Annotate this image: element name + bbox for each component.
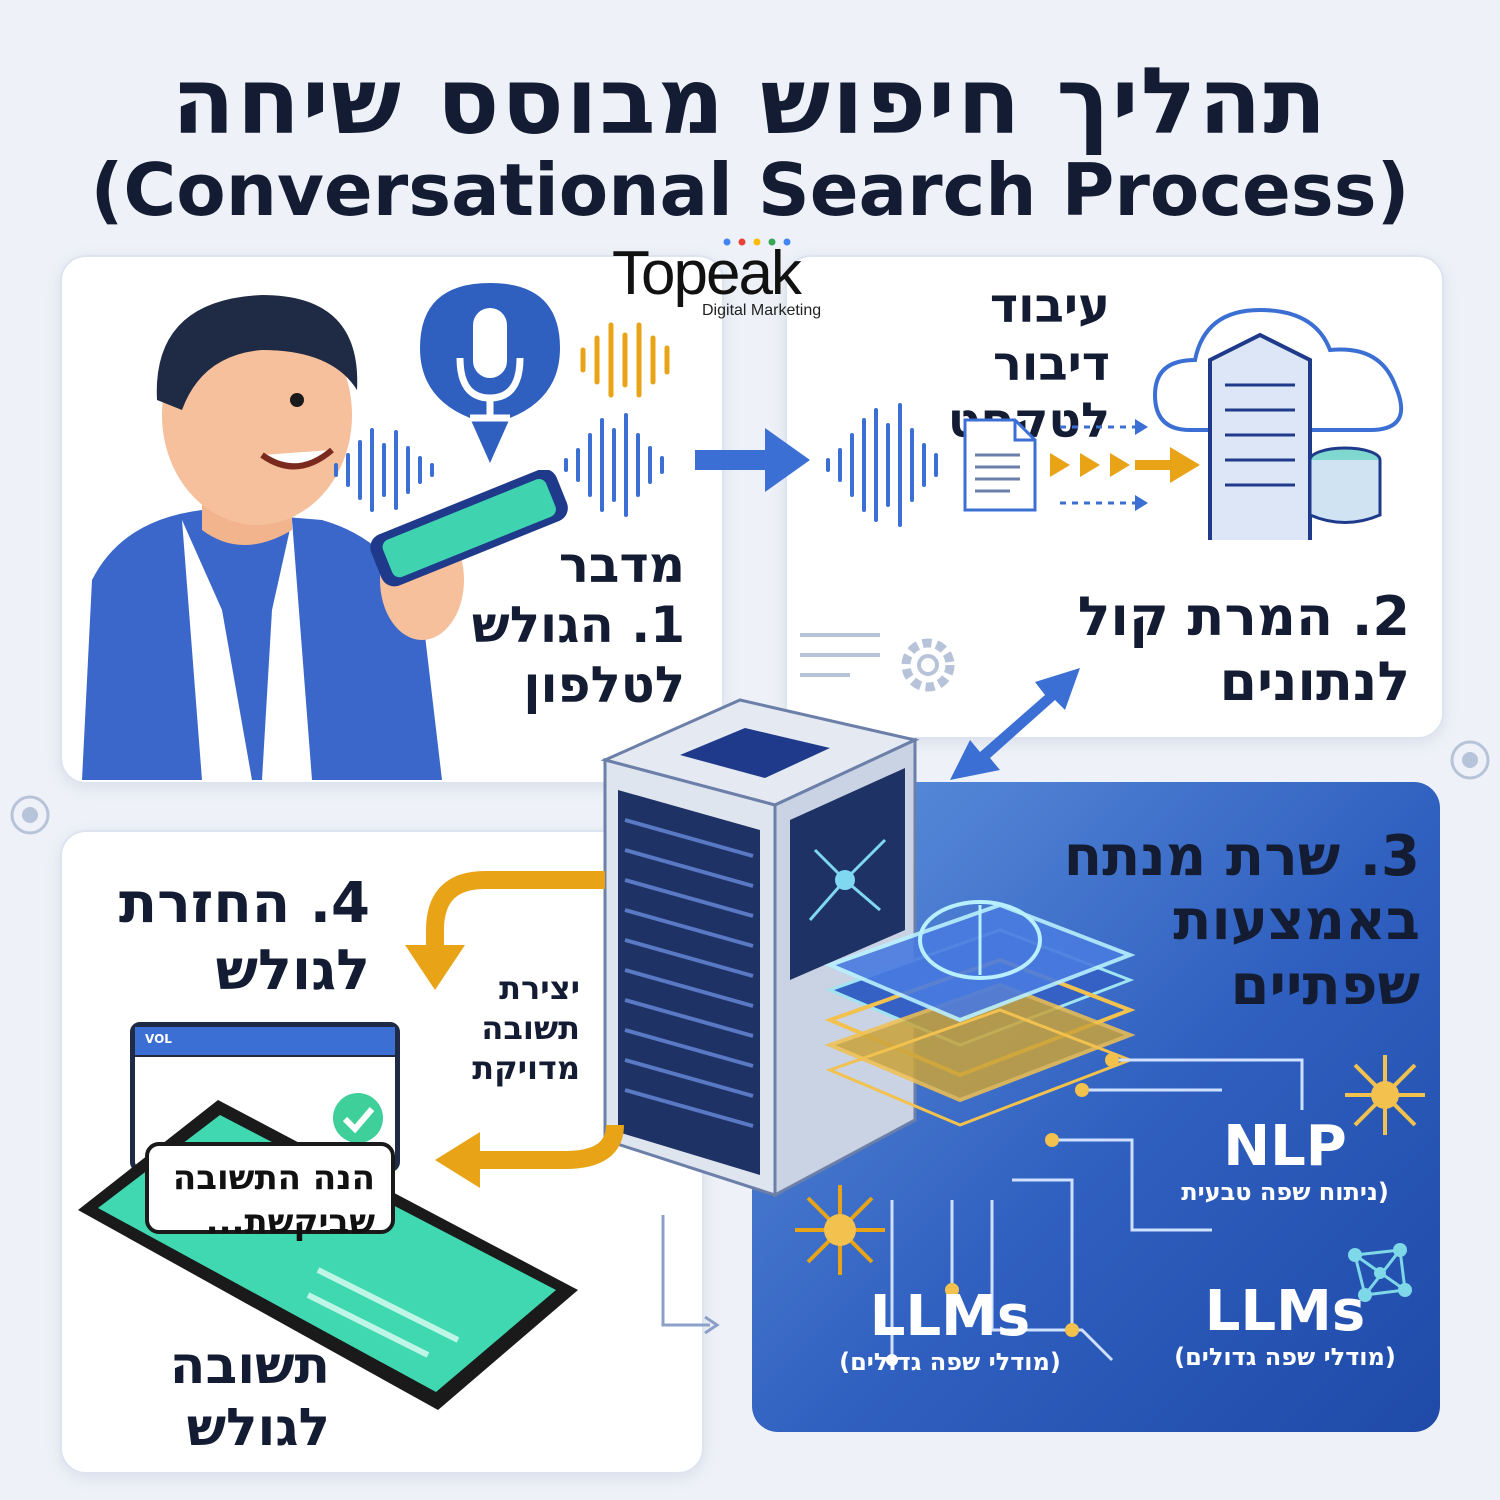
document-icon — [963, 418, 1037, 512]
llms-right-name: LLMs — [1204, 1279, 1366, 1344]
page-title-english: (Conversational Search Process) — [90, 148, 1410, 232]
bidirectional-arrow — [950, 668, 1080, 780]
answer-bubble: הנה התשובה שביקשת... — [145, 1142, 395, 1242]
step3-line2: באמצעות — [1173, 888, 1420, 954]
step4-label: 4. החזרת לגולש — [80, 870, 370, 1004]
browser-window-label: VOL — [145, 1032, 172, 1046]
step1-label: מדבר 1. הגולש לטלפון — [440, 535, 685, 715]
step2-label: 2. המרת קול לנתונים — [1060, 585, 1410, 715]
step1-line3: לטלפון — [523, 656, 685, 714]
llms-left-name: LLMs — [869, 1284, 1031, 1349]
answer-bubble-line1: הנה התשובה — [172, 1158, 375, 1198]
step4-caption-line1: יצירת — [499, 969, 580, 1007]
thin-connector-arrow — [661, 1215, 720, 1335]
circuit-lines — [886, 1053, 1304, 1366]
logo: Topeak Digital Marketing — [612, 232, 852, 327]
step2-line1: 2. המרת קול — [1077, 585, 1410, 648]
sound-wave-blue-right — [564, 413, 664, 517]
answer-caption: תשובה לגולש — [90, 1335, 330, 1460]
data-flow-arrows — [1050, 419, 1200, 511]
step3-line3: שפתיים — [1230, 952, 1420, 1018]
step4-caption-line3: מדויקת — [472, 1049, 580, 1087]
sound-wave-blue-left — [334, 428, 434, 512]
phone-in-hand-icon — [370, 470, 568, 587]
microphone-icon — [420, 283, 560, 463]
step4-line2: לגולש — [215, 938, 370, 1004]
step3-label: 3. שרת מנתח באמצעות שפתיים — [1020, 824, 1420, 1018]
step3-line1: 3. שרת מנתח — [1063, 824, 1420, 889]
page-title-hebrew: תהליך חיפוש מבוסס שיחה — [171, 48, 1329, 155]
sound-wave-gold — [580, 322, 670, 398]
step2-caption-line1: עיבוד דיבור — [989, 278, 1110, 392]
step1-line1: מדבר — [558, 536, 685, 594]
llms-right-desc: (מודלי שפה גדולים) — [1174, 1343, 1396, 1372]
logo-dots — [723, 238, 791, 246]
network-icon — [1348, 1243, 1412, 1302]
sound-wave-step2 — [826, 403, 938, 527]
answer-caption-line2: לגולש — [186, 1398, 330, 1459]
step4-line1: 4. החזרת — [118, 871, 370, 936]
gold-arrow-left — [435, 1124, 624, 1188]
step2-line2: לנתונים — [1219, 649, 1410, 713]
gear-icon — [800, 633, 955, 692]
person-illustration — [82, 295, 464, 780]
step4-caption-line2: תשובה — [481, 1009, 580, 1047]
step4-caption: יצירת תשובה מדויקת — [430, 968, 580, 1088]
arrow-step1-to-step2 — [695, 428, 810, 492]
brain-ai-layers-icon — [824, 900, 1136, 1127]
ai-server-icon — [600, 698, 920, 1198]
step1-line2: 1. הגולש — [471, 596, 685, 654]
answer-caption-line1: תשובה — [169, 1336, 330, 1396]
checkmark-icon — [333, 1093, 383, 1143]
nlp-desc: (ניתוח שפה טבעית — [1181, 1178, 1389, 1207]
decor-circle-left — [10, 795, 50, 835]
logo-name: Topeak — [612, 239, 802, 308]
llms-right-label: LLMs (מודלי שפה גדולים) — [1135, 1279, 1435, 1372]
browser-title-bar: VOL — [135, 1027, 395, 1057]
neuron-icon-orange — [795, 1185, 885, 1275]
nlp-name: NLP — [1223, 1114, 1347, 1179]
cloud-server-icon — [1152, 307, 1404, 540]
decor-circle-right — [1450, 740, 1490, 780]
llms-left-label: LLMs (מודלי שפה גדולים) — [800, 1284, 1100, 1377]
logo-tagline: Digital Marketing — [702, 302, 822, 319]
neuron-icon-gold — [1345, 1055, 1425, 1135]
llms-left-desc: (מודלי שפה גדולים) — [839, 1348, 1061, 1377]
gold-arrow-down — [405, 871, 605, 990]
answer-bubble-line2: שביקשת... — [205, 1202, 375, 1243]
nlp-label: NLP (ניתוח שפה טבעית — [1150, 1114, 1420, 1207]
